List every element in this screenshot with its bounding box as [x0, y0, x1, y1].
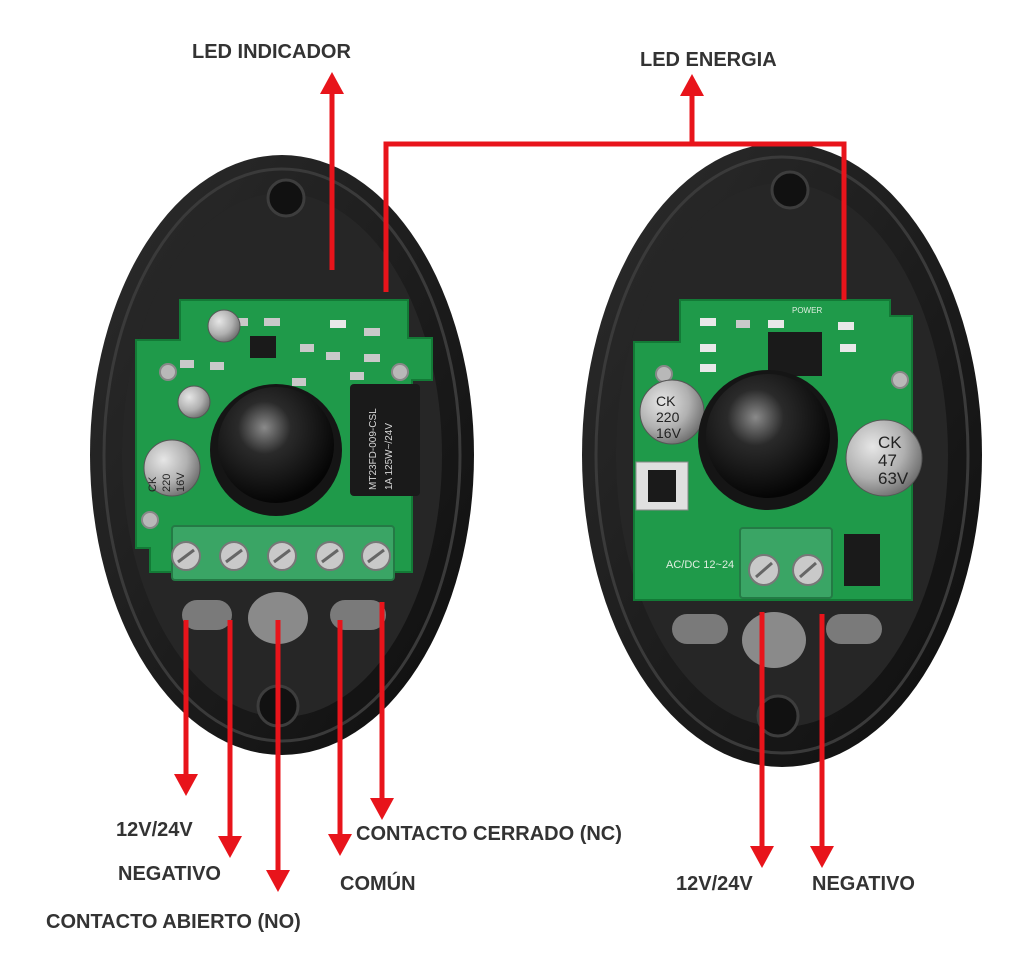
right-terminal-screws [748, 554, 824, 586]
right-bottom-mount-hole [756, 694, 800, 738]
left-cap-label-2: 220 [161, 474, 173, 492]
left-cap-label-3: 16V [175, 472, 187, 492]
right-pcb-components [635, 318, 909, 586]
arrow-comun-head [328, 834, 352, 856]
left-capacitor-small [177, 385, 211, 419]
right-cap2-label-1: CK [878, 433, 902, 452]
right-cap1-label-3: 16V [656, 425, 682, 441]
right-opening-2 [742, 612, 806, 668]
left-top-mount-hole [266, 178, 306, 218]
left-lens [218, 387, 334, 503]
label-led-indicador: LED INDICADOR [192, 41, 351, 63]
left-sensor: CK 220 16V MT23FD-009-CSL 1A 125W~/24V [90, 155, 474, 755]
label-left-negativo: NEGATIVO [118, 863, 221, 885]
left-opening-1 [182, 600, 232, 630]
right-cap1-label-1: CK [656, 393, 676, 409]
arrow-led-energia-head [680, 74, 704, 96]
right-opening-1 [672, 614, 728, 644]
left-relay-label-1: MT23FD-009-CSL [368, 408, 379, 490]
arrow-contacto-abierto-head [266, 870, 290, 892]
left-housing-rim [102, 167, 462, 743]
right-cap2-label-2: 47 [878, 451, 897, 470]
right-opening-3 [826, 614, 882, 644]
left-relay-label-2: 1A 125W~/24V [384, 423, 395, 490]
label-contacto-cerrado: CONTACTO CERRADO (NC) [356, 823, 622, 845]
arrow-contacto-cerrado-head [370, 798, 394, 820]
label-led-energia: LED ENERGIA [640, 49, 777, 71]
left-capacitor-large [143, 439, 201, 497]
arrow-right-12v24v-head [750, 846, 774, 868]
label-right-12v24v: 12V/24V [676, 873, 753, 895]
right-cap2-label-3: 63V [878, 469, 909, 488]
arrow-led-indicador-head [320, 72, 344, 94]
left-cap-label-1: CK [147, 476, 159, 492]
left-opening-3 [330, 600, 386, 630]
label-right-negativo: NEGATIVO [812, 873, 915, 895]
right-sensor: POWER AC/DC 12~24 CK 220 16V CK 47 63V [582, 143, 982, 767]
arrow-left-12v24v-head [174, 774, 198, 796]
right-top-mount-hole [770, 170, 810, 210]
left-pcb-components [141, 318, 409, 529]
right-housing-rim [594, 155, 970, 755]
left-terminal-screws [171, 541, 391, 571]
label-comun: COMÚN [340, 873, 416, 895]
left-opening-2 [248, 592, 308, 644]
left-relay [350, 384, 420, 496]
right-terminal-silk: AC/DC 12~24 [666, 559, 734, 571]
left-capacitor-top [207, 309, 241, 343]
bracket-led-energia [383, 141, 847, 300]
label-contacto-abierto: CONTACTO ABIERTO (NO) [46, 911, 301, 933]
right-power-silk: POWER [792, 306, 822, 315]
label-left-12v24v: 12V/24V [116, 819, 193, 841]
arrow-right-negativo-head [810, 846, 834, 868]
right-lens [706, 374, 830, 498]
arrows [174, 72, 847, 892]
right-capacitor-large [845, 419, 923, 497]
arrow-left-negativo-head [218, 836, 242, 858]
right-cap1-label-2: 220 [656, 409, 680, 425]
